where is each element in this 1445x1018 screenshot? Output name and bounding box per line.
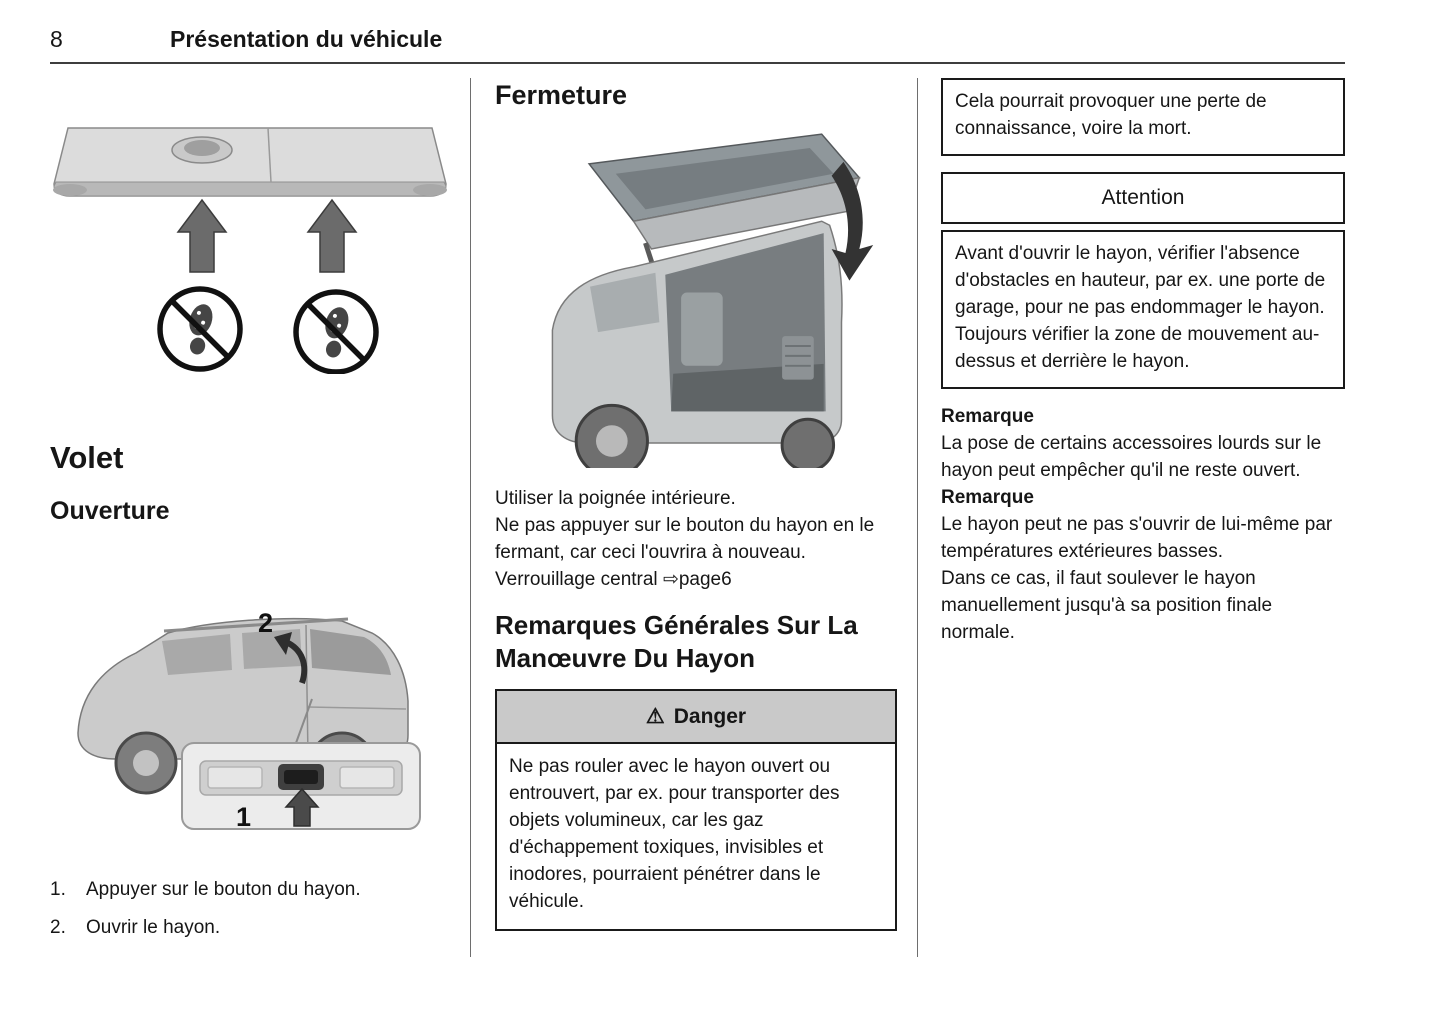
- paragraph: Verrouillage central ⇨page6: [495, 566, 897, 593]
- step-number: 2.: [50, 917, 66, 938]
- danger-box: ⚠ Danger Ne pas rouler avec le hayon ouv…: [495, 689, 897, 931]
- list-item: 1. Appuyer sur le bouton du hayon.: [50, 876, 460, 903]
- column-divider: [917, 78, 918, 957]
- paragraph: Utiliser la poignée intérieure.: [495, 488, 736, 509]
- step-text: Ouvrir le hayon.: [86, 917, 221, 938]
- up-arrow-icon: [306, 198, 358, 273]
- tailgate-closing-illustration: [495, 126, 897, 479]
- open-tailgate-graphic: [551, 133, 861, 479]
- step-number: 1.: [50, 879, 66, 900]
- page-number: 8: [50, 26, 63, 52]
- page-header: 8 Présentation du véhicule: [50, 26, 1345, 64]
- content-columns: Volet Ouverture: [50, 78, 1395, 957]
- open-direction-arrow-icon: [274, 632, 308, 684]
- callout-1-label: 1: [236, 802, 251, 832]
- open-steps-list: 1. Appuyer sur le bouton du hayon. 2. Ou…: [50, 876, 460, 941]
- tailgate-button-illustration: 2 1: [50, 537, 460, 852]
- roof-no-step-illustration: [50, 124, 460, 379]
- up-arrow-icon: [176, 198, 228, 273]
- danger-title: Danger: [673, 704, 747, 728]
- fermeture-text-block: Utiliser la poignée intérieure. Ne pas a…: [495, 485, 897, 593]
- callout-2-label: 2: [258, 608, 273, 638]
- page-title: Présentation du véhicule: [170, 26, 443, 52]
- middle-column: Fermeture: [495, 78, 897, 957]
- manual-page: 8 Présentation du véhicule: [50, 26, 1395, 957]
- button-inset-graphic: 1: [181, 742, 421, 832]
- left-column: Volet Ouverture: [50, 78, 460, 957]
- attention-box-body: Avant d'ouvrir le hayon, vérifier l'abse…: [941, 230, 1345, 389]
- closing-direction-arrow-icon: [831, 161, 874, 281]
- remark-label: Remarque: [941, 487, 1034, 508]
- attention-box-header: Attention: [941, 172, 1345, 224]
- lock-ref-text: Verrouillage central: [495, 569, 663, 590]
- remark-label: Remarque: [941, 406, 1034, 427]
- danger-continuation-box: Cela pourrait provoquer une perte de con…: [941, 78, 1345, 156]
- danger-box-body: Ne pas rouler avec le hayon ouvert ou en…: [509, 756, 840, 912]
- no-step-icon: [157, 286, 243, 372]
- page-reference-link[interactable]: ⇨page6: [662, 569, 732, 590]
- step-text: Appuyer sur le bouton du hayon.: [86, 879, 361, 900]
- subsection-heading-ouverture: Ouverture: [50, 497, 170, 525]
- remarks-block: Remarque La pose de certains accessoires…: [941, 403, 1345, 646]
- paragraph: Ne pas appuyer sur le bouton du hayon en…: [495, 515, 875, 563]
- list-item: 2. Ouvrir le hayon.: [50, 914, 460, 941]
- danger-box-header: ⚠ Danger: [497, 691, 895, 744]
- remark-text: Le hayon peut ne pas s'ouvrir de lui-mêm…: [941, 514, 1333, 562]
- section-heading-fermeture: Fermeture: [495, 80, 628, 110]
- right-column: Cela pourrait provoquer une perte de con…: [941, 78, 1345, 957]
- section-heading-remarques-generales: Remarques Générales Sur La Manœuvre Du H…: [495, 610, 858, 673]
- remark-text: Dans ce cas, il faut soulever le hayon m…: [941, 568, 1273, 643]
- car-roof-graphic: [53, 127, 447, 197]
- section-heading-volet: Volet: [50, 440, 124, 475]
- column-divider: [470, 78, 471, 957]
- no-step-icon: [293, 289, 379, 375]
- remark-text: La pose de certains accessoires lourds s…: [941, 433, 1322, 481]
- warning-triangle-icon: ⚠: [645, 705, 665, 728]
- press-up-arrow-icon: [284, 787, 320, 827]
